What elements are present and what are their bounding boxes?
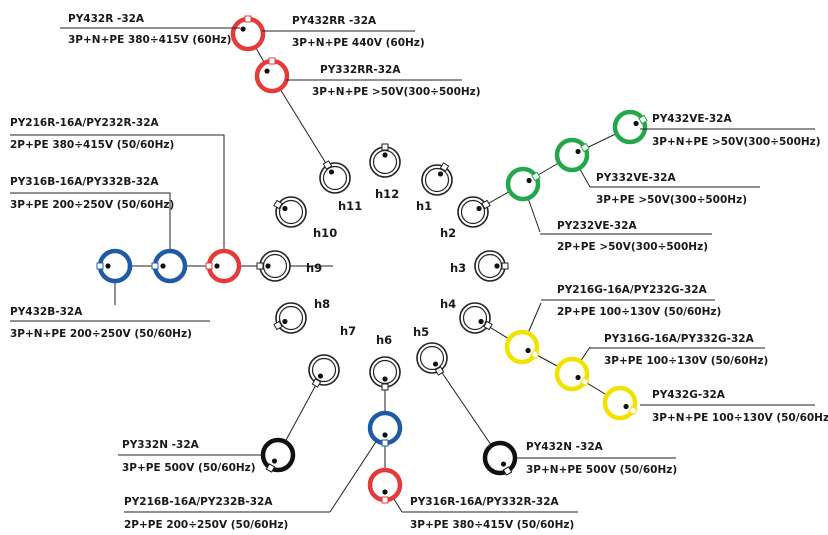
label-py316r-name: PY316R-16A/PY332R-32A (410, 496, 560, 508)
label-py432g-spec: 3P+N+PE 100÷130V (50/60Hz) (652, 412, 828, 424)
label-py316b-spec: 3P+PE 200÷250V (50/60Hz) (10, 199, 174, 211)
label-py216b-spec: 2P+PE 200÷250V (50/60Hz) (124, 519, 288, 531)
label-py216r-name: PY216R-16A/PY232R-32A (10, 117, 160, 129)
hour-label-h12: h12 (375, 187, 399, 201)
hour-plugs (256, 143, 509, 391)
plug-py432g (602, 385, 638, 421)
plug-py216g (504, 329, 540, 365)
hour-label-h6: h6 (376, 333, 392, 347)
plug-py216r (205, 248, 242, 284)
plug-py316b (151, 248, 188, 284)
label-py432n-spec: 3P+N+PE 500V (50/60Hz) (526, 464, 677, 476)
label-py432rr-spec: 3P+N+PE 440V (60Hz) (292, 37, 425, 49)
label-py216g-name: PY216G-16A/PY232G-32A (557, 284, 708, 296)
hour-labels: h12 h1 h2 h3 h4 h5 h6 h7 h8 h9 h10 h11 (306, 187, 466, 347)
plug-py216b (367, 410, 403, 447)
hour-label-h3: h3 (450, 261, 466, 275)
hour-plug-h6 (369, 356, 401, 391)
plug-py432r (230, 15, 266, 52)
hour-plug-h2 (457, 196, 491, 228)
hour-label-h8: h8 (314, 297, 330, 311)
label-py432rr-name: PY432RR -32A (292, 15, 377, 27)
hour-label-h4: h4 (440, 297, 456, 311)
hour-plug-h1 (421, 162, 453, 196)
label-py432n-name: PY432N -32A (526, 441, 604, 453)
label-py332ve-name: PY332VE-32A (596, 172, 676, 184)
hour-label-h10: h10 (313, 226, 337, 240)
label-py232ve-name: PY232VE-32A (557, 220, 637, 232)
label-py332n-name: PY332N -32A (122, 439, 200, 451)
label-py316r-spec: 3P+PE 380÷415V (50/60Hz) (410, 519, 574, 531)
label-py432g-name: PY432G-32A (652, 389, 726, 401)
hour-label-h7: h7 (340, 324, 356, 338)
plug-py432ve (612, 109, 648, 145)
hour-plug-h7 (308, 354, 340, 388)
label-py432r-name: PY432R -32A (68, 13, 145, 25)
label-py432b-name: PY432B-32A (10, 306, 83, 318)
hour-plug-h9 (256, 250, 291, 282)
plug-py332rr (254, 57, 290, 94)
hour-label-h1: h1 (416, 199, 432, 213)
hour-label-h2: h2 (440, 226, 456, 240)
plug-py316r (367, 467, 403, 504)
hour-plug-h4 (459, 302, 493, 334)
hour-plug-h5 (416, 342, 448, 376)
plug-py432n (482, 440, 518, 476)
hour-plug-h11 (319, 160, 351, 194)
label-py332n-spec: 3P+PE 500V (50/60Hz) (122, 462, 256, 474)
label-py216r-spec: 2P+PE 380÷415V (50/60Hz) (10, 139, 174, 151)
plug-py332n (260, 437, 296, 473)
hour-plug-h10 (273, 196, 307, 228)
label-py432r-spec: 3P+N+PE 380÷415V (60Hz) (68, 34, 231, 46)
hour-label-h9: h9 (306, 261, 322, 275)
label-py332rr-spec: 3P+N+PE >50V(300÷500Hz) (312, 86, 481, 98)
label-py332rr-name: PY332RR-32A (320, 64, 401, 76)
plug-py316g (554, 356, 590, 392)
label-py432b-spec: 3P+N+PE 200÷250V (50/60Hz) (10, 328, 192, 340)
plug-py432b (96, 248, 133, 284)
label-py216b-name: PY216B-16A/PY232B-32A (124, 496, 273, 508)
label-py432ve-name: PY432VE-32A (652, 113, 732, 125)
label-py316b-name: PY316B-16A/PY332B-32A (10, 176, 159, 188)
label-py316g-spec: 3P+PE 100÷130V (50/60Hz) (604, 355, 768, 367)
plug-py232ve (505, 166, 541, 202)
product-labels: PY432R -32A 3P+N+PE 380÷415V (60Hz) PY43… (10, 13, 828, 531)
hour-plug-h12 (369, 143, 401, 178)
label-py332ve-spec: 3P+PE >50V(300÷500Hz) (596, 194, 747, 206)
label-py316g-name: PY316G-16A/PY332G-32A (604, 333, 755, 345)
plug-py332ve (554, 137, 590, 173)
hour-label-h5: h5 (413, 325, 429, 339)
label-py216g-spec: 2P+PE 100÷130V (50/60Hz) (557, 306, 721, 318)
colored-plugs (96, 15, 648, 504)
hour-plug-h8 (273, 302, 307, 334)
label-py232ve-spec: 2P+PE >50V(300÷500Hz) (557, 241, 708, 253)
hour-label-h11: h11 (338, 199, 362, 213)
label-py432ve-spec: 3P+N+PE >50V(300÷500Hz) (652, 136, 821, 148)
hour-plug-h3 (474, 250, 509, 282)
